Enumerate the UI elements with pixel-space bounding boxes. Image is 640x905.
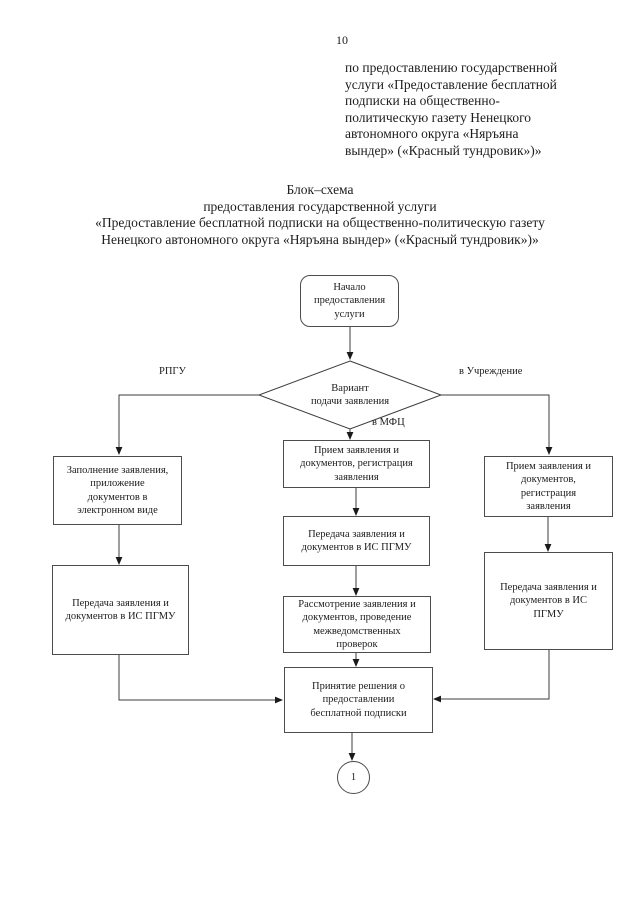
page-number: 10: [336, 33, 348, 47]
header-line: подписки на общественно-: [345, 93, 500, 109]
title-line: Ненецкого автономного округа «Няръяна вы…: [101, 231, 539, 247]
flowchart-title: Блок–схема предоставления государственно…: [0, 182, 640, 248]
node-right-transfer-pgmu: Передача заявления и документов в ИС ПГМ…: [484, 552, 613, 650]
header-line: политическую газету Ненецкого: [345, 109, 532, 125]
node-left-fill-application: Заполнение заявления, приложение докумен…: [53, 456, 182, 525]
node-start: Начало предоставления услуги: [300, 275, 399, 327]
node-left-transfer-pgmu: Передача заявления и документов в ИС ПГМ…: [52, 565, 189, 655]
connector-circle-1: 1: [337, 761, 370, 794]
node-right-accept-register: Прием заявления и документов, регистраци…: [484, 456, 613, 517]
node-mid-accept-register: Прием заявления и документов, регистраци…: [283, 440, 430, 488]
title-line: «Предоставление бесплатной подписки на о…: [95, 215, 545, 231]
header-paragraph: по предоставлению государственной услуги…: [345, 60, 557, 160]
node-mid-review-checks: Рассмотрение заявления и документов, про…: [283, 596, 431, 653]
header-line: услуги «Предоставление бесплатной: [345, 76, 557, 92]
node-decision-making: Принятие решения о предоставлении беспла…: [284, 667, 433, 733]
header-line: вындер» («Красный тундровик»)»: [345, 142, 542, 158]
header-line: автономного округа «Няръяна: [345, 126, 519, 142]
branch-label-rpgu: РПГУ: [159, 366, 186, 377]
title-line: предоставления государственной услуги: [203, 198, 437, 214]
branch-label-mfc: в МФЦ: [372, 417, 405, 428]
node-decision-label: Вариант подачи заявления: [310, 382, 390, 407]
branch-label-uchrezhdenie: в Учреждение: [459, 366, 523, 377]
node-mid-transfer-pgmu: Передача заявления и документов в ИС ПГМ…: [283, 516, 430, 566]
header-line: по предоставлению государственной: [345, 60, 558, 75]
title-line: Блок–схема: [286, 182, 354, 197]
